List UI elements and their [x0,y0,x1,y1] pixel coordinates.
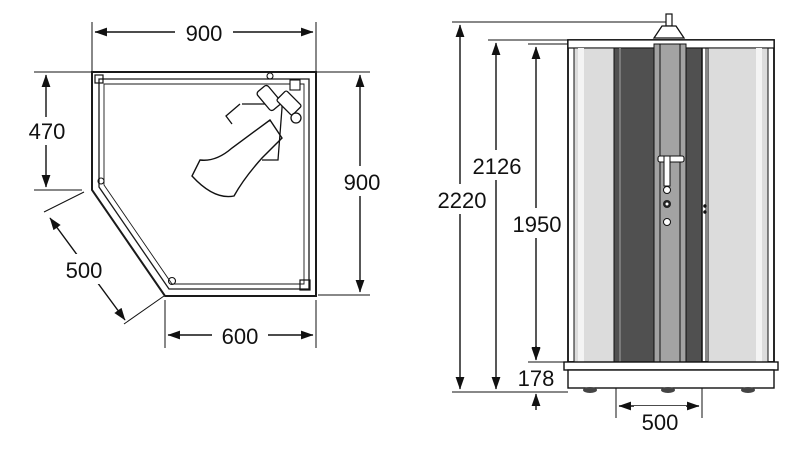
pentagon-tray-outline [91,71,317,297]
total-height-label: 2220 [438,188,487,213]
mixer-tap-icon [256,79,302,124]
plan-view: 900 470 900 500 600 [20,18,390,349]
plan-front-label: 600 [222,324,259,349]
plan-diagonal-label: 500 [66,258,103,283]
dimension-panel-height: 1950 [506,46,566,360]
dimension-base-height: 178 [514,346,562,410]
panel-height-label: 1950 [513,212,562,237]
dimension-plan-front: 600 [167,321,314,349]
base-height-label: 178 [518,366,555,391]
overhead-shower-icon [652,13,686,39]
mixer-control-icon [663,186,671,226]
cabin-height-label: 2126 [473,154,522,179]
front-extension-lines [452,21,703,418]
base-tray [563,361,779,393]
dimension-cabin-height: 2126 [466,42,526,390]
dimension-total-height: 2220 [420,24,500,390]
dimension-door-width: 500 [618,401,700,436]
dimension-plan-depth: 900 [334,74,390,293]
dimension-plan-corner-depth: 470 [20,74,76,188]
right-door-panel [685,47,703,363]
plan-depth-label: 900 [344,170,381,195]
plan-width-label: 900 [186,21,223,46]
front-view: 2220 2126 1950 178 500 [420,13,779,436]
dimension-plan-width: 900 [94,18,314,46]
cabin-front-body [567,39,775,363]
door-width-label: 500 [642,410,679,435]
dimension-plan-diagonal: 500 [49,217,126,321]
shower-head-icon [191,103,283,198]
plan-corner-depth-label: 470 [29,119,66,144]
